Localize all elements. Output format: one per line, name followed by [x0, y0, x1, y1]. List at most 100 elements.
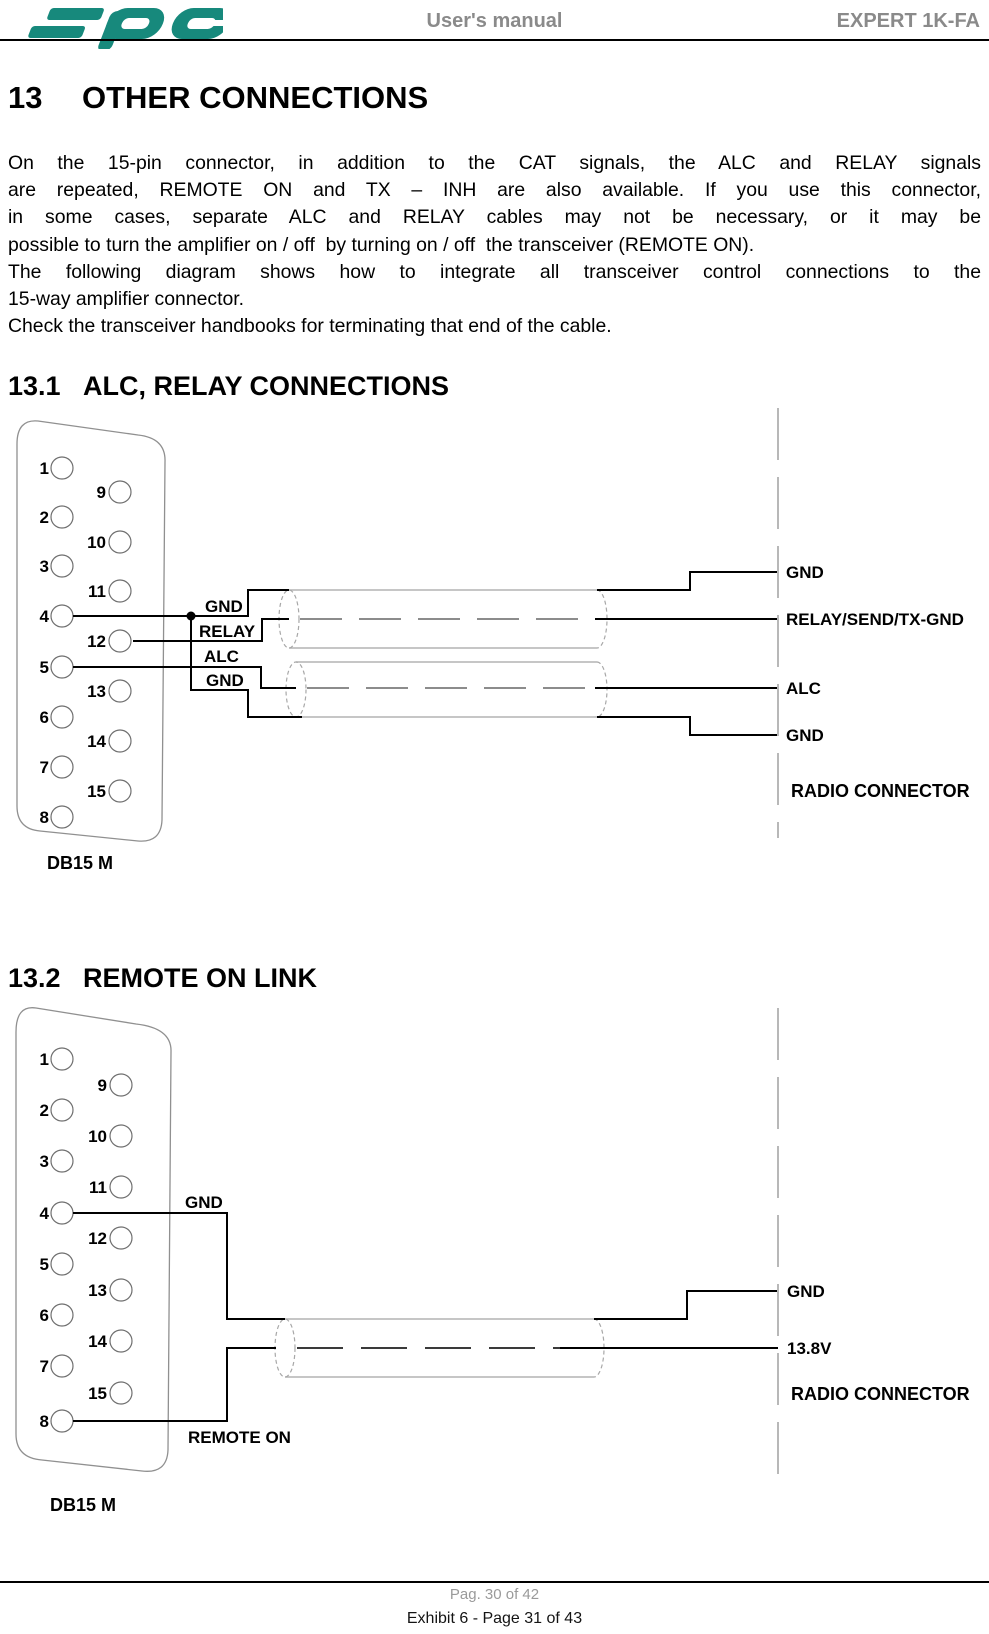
pin-hole: [50, 505, 74, 529]
relay-wire-pin12: [133, 618, 289, 642]
pin-hole: [108, 530, 132, 554]
pin-number: 12: [88, 1229, 107, 1248]
wires: [73, 1212, 778, 1422]
radio-label-gnd: GND: [786, 726, 824, 745]
coax-cable-remote-on: [274, 1318, 605, 1378]
pin-hole: [50, 1047, 74, 1071]
pin-hole: [109, 1381, 133, 1405]
pin-number: 6: [40, 708, 49, 727]
pin-number: 1: [40, 459, 49, 478]
pin-hole: [50, 1252, 74, 1276]
pin-hole: [50, 1303, 74, 1327]
wire-label-relay: RELAY: [199, 622, 256, 641]
radio-connector-label: RADIO CONNECTOR: [791, 781, 970, 801]
pin-number: 3: [40, 557, 49, 576]
document-title: User's manual: [426, 10, 563, 32]
pin-hole: [108, 779, 132, 803]
db15-connector-outline: [16, 420, 166, 842]
pin-number: 7: [40, 1357, 49, 1376]
spe-logo: [28, 8, 223, 49]
paragraph-line: On the 15-pin connector, in addition to …: [8, 152, 981, 174]
paragraph-line: 15-way amplifier connector.: [8, 287, 245, 310]
pin-hole: [50, 705, 74, 729]
pin-hole: [50, 805, 74, 829]
pin-hole: [109, 1329, 133, 1353]
radio-label-relay-send: RELAY/SEND/TX-GND: [786, 610, 964, 629]
pin-number: 2: [40, 1101, 49, 1120]
pin-number: 4: [40, 607, 50, 626]
pin-number: 10: [87, 533, 106, 552]
section-title: REMOTE ON LINK: [83, 963, 317, 993]
pin-hole: [50, 604, 74, 628]
pin-hole: [50, 1409, 74, 1433]
paragraph-line: in some cases, separate ALC and RELAY ca…: [8, 206, 981, 229]
wires: [73, 571, 778, 736]
chapter-number: 13: [8, 80, 43, 115]
logo-s-bottom-bar: [28, 26, 86, 38]
radio-label-gnd: GND: [787, 1282, 825, 1301]
pin-hole: [109, 1124, 133, 1148]
pin-number: 9: [98, 1076, 107, 1095]
pin-number: 8: [40, 808, 49, 827]
shield1-to-radio: [597, 571, 778, 591]
header-rule: [0, 39, 989, 41]
pin-hole: [50, 1354, 74, 1378]
db15-pin-numbers: 1 2 3 4 5 6 7 8 9 10 11 12 13 14 15: [40, 1050, 108, 1431]
logo-s-top-bar: [47, 8, 104, 20]
remote-on-wiring-diagram: 1 2 3 4 5 6 7 8 9 10 11 12 13 14 15: [15, 1007, 970, 1515]
pin-number: 15: [88, 1384, 107, 1403]
shield-to-radio: [594, 1290, 778, 1320]
radio-label-gnd: GND: [786, 563, 824, 582]
db15-label: DB15 M: [50, 1495, 116, 1515]
pin-hole: [50, 554, 74, 578]
pin-number: 11: [88, 582, 106, 601]
pin-number: 2: [40, 508, 49, 527]
chapter-heading: 13 OTHER CONNECTIONS: [8, 81, 428, 115]
pin-number: 5: [40, 1255, 49, 1274]
pin-number: 5: [40, 658, 49, 677]
section-number: 13.2: [8, 963, 61, 993]
remote-on-wire-pin8: [73, 1347, 276, 1422]
db15-label: DB15 M: [47, 853, 113, 873]
pin-hole: [50, 1201, 74, 1225]
paragraph-line: The following diagram shows how to integ…: [8, 260, 981, 283]
pin-hole: [109, 1226, 133, 1250]
footer-rule: [0, 1581, 989, 1583]
pin-number: 13: [87, 682, 106, 701]
logo-p-stem: [98, 11, 124, 49]
pin-hole: [109, 1175, 133, 1199]
gnd-wire-pin4: [73, 589, 289, 617]
db15-connector-outline: [15, 1007, 172, 1472]
wire-label-gnd: GND: [206, 671, 244, 690]
gnd-wire-pin4: [73, 1212, 285, 1320]
paragraph-line: possible to turn the amplifier on / off …: [8, 233, 755, 256]
product-name: EXPERT 1K-FA: [836, 10, 980, 32]
alc-wire-pin5: [73, 666, 296, 689]
paragraph-line: are repeated, REMOTE ON and TX – INH are…: [8, 179, 981, 202]
pin-number: 3: [40, 1152, 49, 1171]
radio-label-alc: ALC: [786, 679, 821, 698]
pin-hole: [108, 480, 132, 504]
pin-number: 12: [87, 632, 106, 651]
pin-number: 14: [88, 1332, 107, 1351]
chapter-title: OTHER CONNECTIONS: [82, 80, 429, 115]
pin-number: 13: [88, 1281, 107, 1300]
pin-hole: [50, 755, 74, 779]
pin-hole: [50, 1149, 74, 1173]
coax-cable-relay: [278, 589, 608, 649]
pin-number: 7: [40, 758, 49, 777]
pin-hole: [108, 629, 132, 653]
pin-hole: [108, 729, 132, 753]
pin-hole: [50, 655, 74, 679]
pin-hole: [109, 1073, 133, 1097]
radio-connector-label: RADIO CONNECTOR: [791, 1384, 970, 1404]
db15-pin-numbers: 1 2 3 4 5 6 7 8 9 10 11 12 13 14 15: [40, 459, 107, 827]
pin-number: 10: [88, 1127, 107, 1146]
page-number: Pag. 30 of 42: [449, 1586, 540, 1603]
wire-label-remote-on: REMOTE ON: [188, 1428, 291, 1447]
shield2-to-radio: [597, 716, 778, 736]
pin-hole: [108, 579, 132, 603]
db15-pin-holes: [50, 456, 132, 829]
